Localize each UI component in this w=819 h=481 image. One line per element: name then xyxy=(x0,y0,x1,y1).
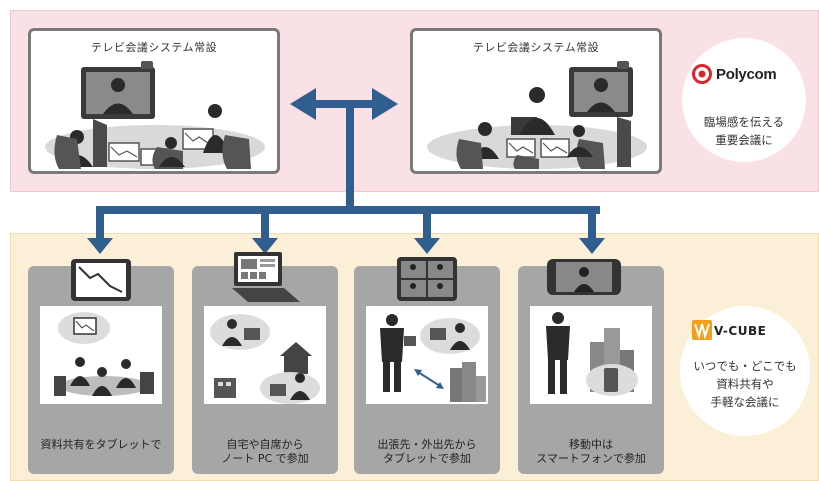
polycom-badge: 臨場感を伝える 重要会議に xyxy=(682,38,806,162)
panel-1-caption: 資料共有をタブレットで xyxy=(28,438,174,452)
smartphone-icon xyxy=(547,259,621,295)
panel-mobile-join-scene xyxy=(530,306,652,404)
room-left-title: テレビ会議システム常設 xyxy=(90,41,218,54)
panel-laptop-join: 自宅や自席から ノート PC で参加 xyxy=(192,266,338,474)
panel-3-caption-line-2: タブレットで参加 xyxy=(383,452,471,465)
panel-travel-join-scene xyxy=(366,306,488,404)
panel-2-caption-line-2: ノート PC で参加 xyxy=(221,452,309,465)
polycom-tagline-1: 臨場感を伝える xyxy=(703,115,785,129)
polycom-logo-icon xyxy=(692,64,712,84)
panel-4-caption-line-1: 移動中は xyxy=(569,438,613,451)
polycom-logo-text: Polycom xyxy=(716,66,777,83)
polycom-tagline-2: 重要会議に xyxy=(715,133,773,147)
vcube-logo-icon xyxy=(692,320,712,340)
panel-laptop-join-scene xyxy=(204,306,326,404)
panel-tablet-sharing-scene xyxy=(40,306,162,404)
tablet-video-icon xyxy=(397,257,457,301)
panel-3-caption: 出張先・外出先から タブレットで参加 xyxy=(354,438,500,466)
panel-tablet-sharing: 資料共有をタブレットで xyxy=(28,266,174,474)
business-traveler-illustration xyxy=(380,314,486,402)
vcube-tagline-1: いつでも・どこでも xyxy=(693,359,797,373)
panel-mobile-join: 移動中は スマートフォンで参加 xyxy=(518,266,664,474)
panel-3-caption-line-1: 出張先・外出先から xyxy=(377,438,477,451)
conference-room-right: テレビ会議システム常設 xyxy=(410,28,662,174)
panel-4-caption: 移動中は スマートフォンで参加 xyxy=(518,438,664,466)
panel-1-caption-line-1: 資料共有をタブレットで xyxy=(40,438,162,451)
laptop-icon xyxy=(232,252,300,302)
tablet-chart-icon xyxy=(71,259,131,301)
conference-room-left: テレビ会議システム常設 xyxy=(28,28,280,174)
conference-room-left-illustration xyxy=(45,61,265,169)
panel-2-caption-line-1: 自宅や自席から xyxy=(226,438,304,451)
vcube-tagline-3: 手軽な会議に xyxy=(710,395,780,409)
room-right-title: テレビ会議システム常設 xyxy=(472,41,600,54)
meeting-table-illustration xyxy=(54,312,154,396)
vcube-logo-text: V-CUBE xyxy=(714,324,767,338)
commuter-illustration xyxy=(546,312,638,396)
home-office-illustration xyxy=(210,314,320,404)
panel-4-caption-line-2: スマートフォンで参加 xyxy=(536,452,646,465)
conference-room-right-illustration xyxy=(427,61,647,169)
panel-2-caption: 自宅や自席から ノート PC で参加 xyxy=(192,438,338,466)
vcube-tagline-2: 資料共有や xyxy=(716,377,774,391)
